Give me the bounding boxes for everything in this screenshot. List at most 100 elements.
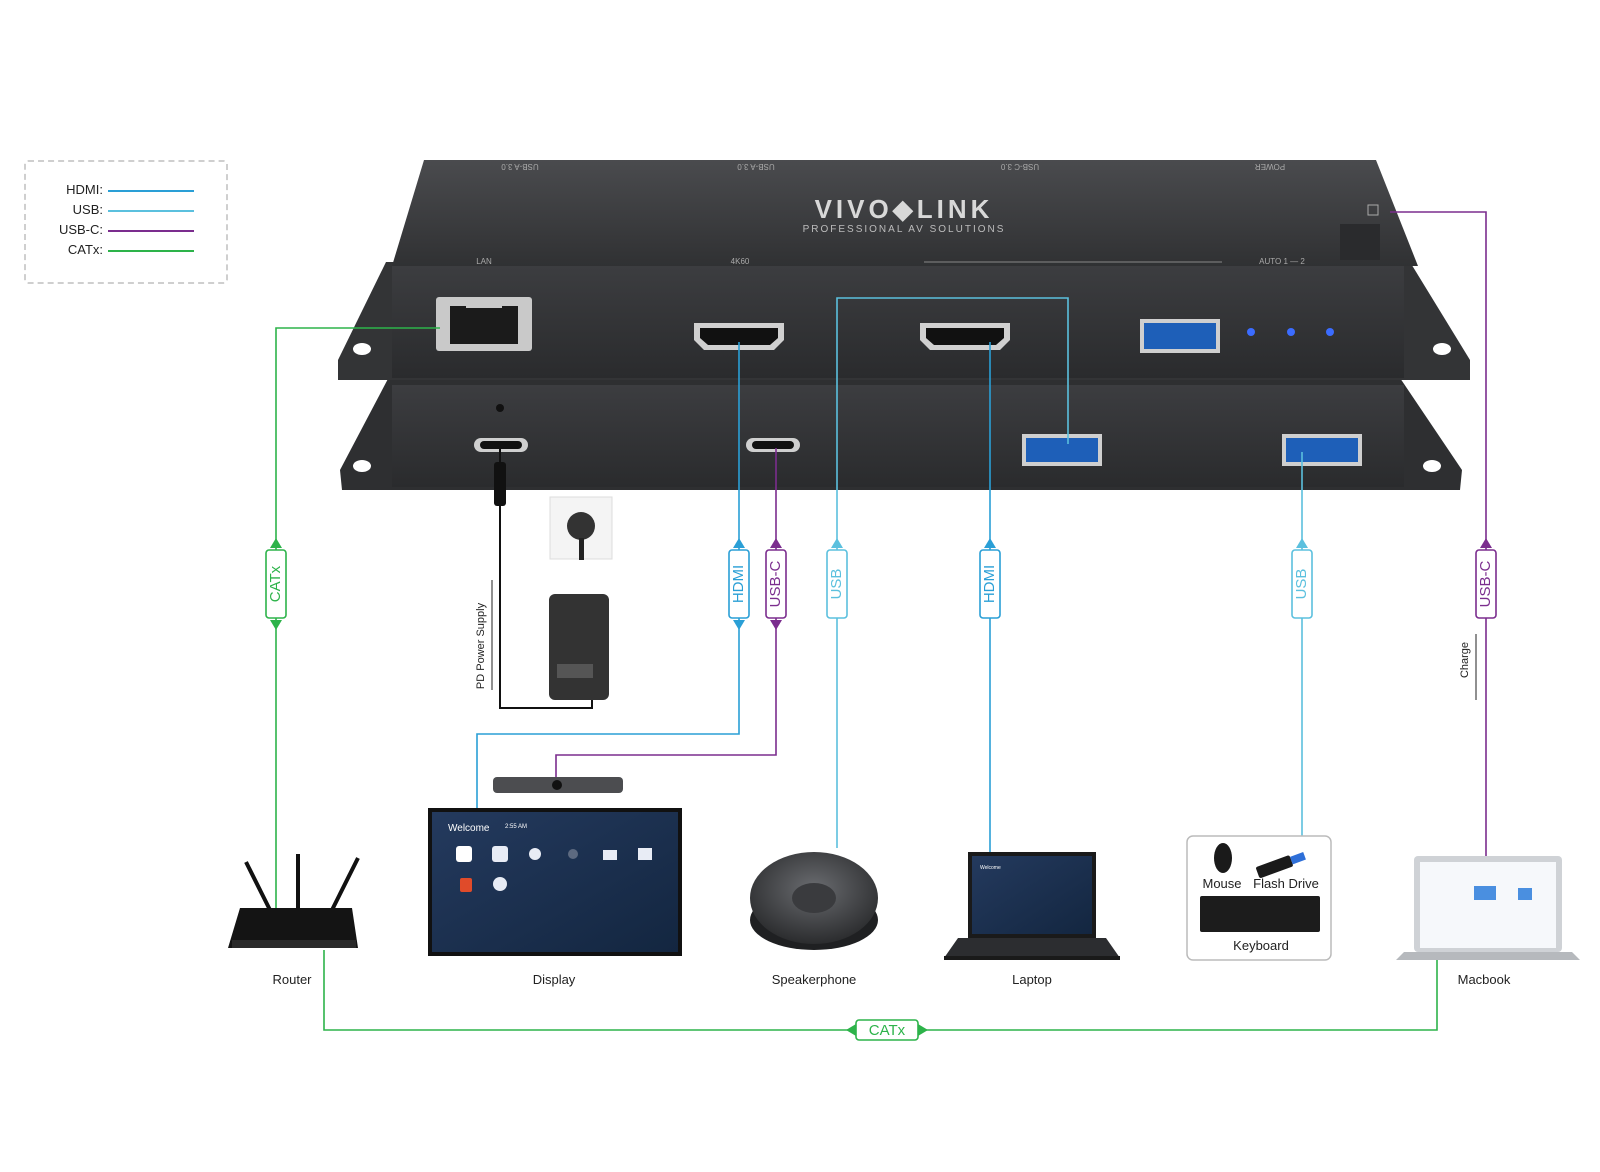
display-app-icon: [493, 877, 507, 891]
tag-usb-peripherals: USB: [1291, 549, 1313, 619]
label-pd-power-supply: PD Power Supply: [475, 602, 487, 689]
tag-hdmi-display: HDMI: [728, 549, 750, 619]
macbook-label: Macbook: [1458, 972, 1511, 987]
arrow-hdmi-display-2: [733, 620, 745, 630]
legend-usb-line: [108, 210, 194, 212]
lower-unit-front: [392, 385, 1404, 487]
tag-catx-bottom: CATx: [855, 1019, 919, 1041]
folder-icon: [603, 850, 617, 860]
display-app-icon: [456, 846, 472, 862]
speakerphone-icon: [750, 852, 878, 950]
gear-icon: [529, 848, 541, 860]
router-icon: [228, 854, 360, 948]
legend-hdmi: HDMI:: [26, 180, 226, 200]
power-adapter: [549, 594, 609, 700]
keyboard-label: Keyboard: [1233, 938, 1289, 953]
hdmi-port-4k60: [694, 323, 784, 350]
arrow-usbc-macbook: [1480, 538, 1492, 548]
tag-usbc-display: USB-C: [765, 549, 787, 619]
legend-catx-label: CATx:: [67, 242, 103, 257]
tag-hdmi-display-text: HDMI: [730, 565, 747, 603]
pinhole: [496, 404, 504, 412]
usb-c-power-port: [474, 438, 528, 452]
legend-hdmi-label: HDMI:: [66, 182, 103, 197]
legend-catx-line: [108, 250, 194, 252]
arrow-usbc-display: [770, 538, 782, 548]
legend-catx: CATx:: [26, 240, 226, 260]
vivolink-dock: VIVO◆LINK PROFESSIONAL AV SOLUTIONS USB-…: [338, 160, 1470, 490]
display-app-icon: [568, 849, 578, 859]
legend-usbc: USB-C:: [26, 220, 226, 240]
cable-catx-bottom: [323, 950, 1438, 1031]
legend-usbc-line: [108, 230, 194, 232]
tag-usb-speaker: USB: [826, 549, 848, 619]
laptop-welcome-text: Welcome: [980, 865, 1001, 871]
camera-bar: [493, 777, 623, 793]
cable-legend: HDMI: USB: USB-C: CATx:: [24, 160, 228, 284]
router-label: Router: [272, 972, 312, 987]
legend-usb-label: USB:: [72, 202, 103, 217]
port-label-4k60: 4K60: [731, 257, 750, 266]
cable-usbc-macbook: [1390, 211, 1487, 860]
arrow-usb-speaker: [831, 538, 843, 548]
arrow-hdmi-laptop: [984, 538, 996, 548]
legend-usb: USB:: [26, 200, 226, 220]
tag-usbc-macbook: USB-C: [1475, 549, 1497, 619]
port-label-lan: LAN: [476, 257, 492, 266]
laptop-label: Laptop: [1012, 972, 1052, 987]
status-led-auto: [1247, 328, 1255, 336]
macbook-chart-bars: [1474, 886, 1496, 900]
display-screen: Welcome 2:55 AM: [428, 808, 682, 956]
upper-top-face: [392, 160, 1418, 266]
usb-flash-drive-icon: [1256, 852, 1306, 878]
hdmi-port-2: [920, 323, 1010, 350]
arrow-catx-router: [270, 538, 282, 548]
power-plug-head: [494, 462, 506, 506]
arrow-catx-bottom-left: [846, 1024, 856, 1036]
tag-catx-bottom-text: CATx: [869, 1022, 906, 1039]
display-label: Display: [533, 972, 576, 987]
mount-hole: [1423, 460, 1441, 472]
rear-label-power: POWER: [1255, 162, 1285, 171]
display-app-icon: [492, 846, 508, 862]
status-led-1: [1287, 328, 1295, 336]
legend-usbc-label: USB-C:: [58, 222, 103, 237]
mouse-label: Mouse: [1202, 876, 1241, 891]
tag-usb-peripherals-text: USB: [1293, 569, 1310, 600]
brand-tagline: PROFESSIONAL AV SOLUTIONS: [803, 224, 1006, 235]
tag-hdmi-laptop: HDMI: [979, 549, 1001, 619]
usb-a-port-upper: [1140, 319, 1220, 353]
peripherals-box: Mouse Flash Drive Keyboard: [1186, 835, 1332, 961]
lan-port: [436, 297, 532, 351]
display-app-icon: [638, 848, 652, 860]
arrow-catx-bottom-right: [918, 1024, 928, 1036]
cable-catx-router: [275, 327, 440, 920]
flash-drive-label: Flash Drive: [1253, 876, 1319, 891]
tag-usbc-display-text: USB-C: [767, 560, 784, 607]
usb-c-data-port: [746, 438, 800, 452]
display-welcome-text: Welcome: [448, 823, 490, 834]
usb-a-port-lower-2: [1282, 434, 1362, 466]
brand-logo: VIVO◆LINK: [815, 194, 994, 224]
keyboard-icon: [1200, 896, 1320, 932]
tag-usb-speaker-text: USB: [828, 569, 845, 600]
rear-label-usb-a-1: USB-A 3.0: [501, 162, 539, 171]
macbook-chart-bars: [1518, 888, 1532, 900]
rear-label-usb-a-2: USB-A 3.0: [737, 162, 775, 171]
wall-outlet: [549, 496, 613, 560]
mouse-icon: [1214, 843, 1232, 873]
upper-unit-front: [392, 266, 1404, 378]
arrow-catx-router-2: [270, 620, 282, 630]
usb-a-port-lower-1: [1022, 434, 1102, 466]
mount-hole: [353, 343, 371, 355]
label-charge: Charge: [1459, 642, 1471, 678]
speakerphone-label: Speakerphone: [772, 972, 857, 987]
legend-hdmi-line: [108, 190, 194, 192]
tag-usbc-macbook-text: USB-C: [1477, 560, 1494, 607]
tag-hdmi-laptop-text: HDMI: [981, 565, 998, 603]
select-button: [1367, 204, 1379, 216]
rear-label-usb-c: USB-C 3.0: [1000, 162, 1039, 171]
display-time-text: 2:55 AM: [505, 824, 527, 830]
